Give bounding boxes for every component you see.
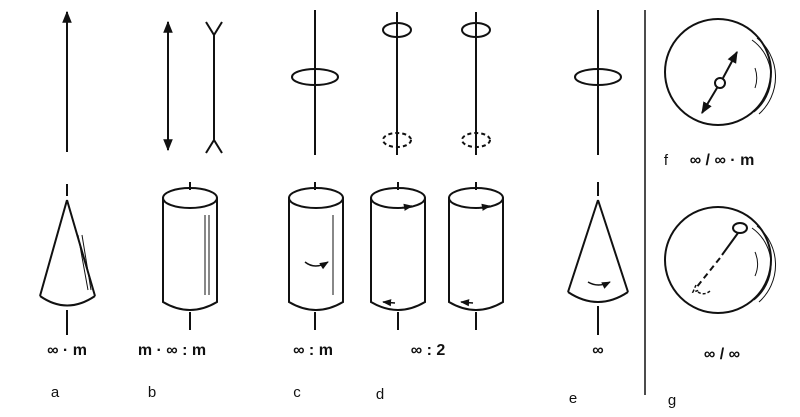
letter-c: c	[293, 384, 301, 401]
figure-d	[370, 12, 504, 330]
symbol-a: ∞ · m	[47, 342, 87, 359]
figure-b	[162, 20, 223, 330]
rotation-icon	[291, 68, 339, 86]
figure-c	[288, 10, 344, 330]
letter-a: a	[50, 384, 60, 401]
symbol-e: ∞	[592, 342, 604, 359]
symbol-c: ∞ : m	[293, 342, 333, 359]
cylinder-icon	[162, 187, 218, 311]
symbol-b: m · ∞ : m	[137, 342, 207, 359]
figure-f	[664, 18, 777, 126]
figure-g	[664, 206, 777, 314]
sphere-icon	[664, 18, 772, 126]
symbol-d: ∞ : 2	[410, 342, 446, 359]
letter-e: e	[568, 390, 578, 407]
figure-e	[567, 10, 629, 335]
cone-icon	[39, 199, 96, 297]
symbol-g: ∞ / ∞	[703, 346, 741, 363]
letter-d: d	[375, 386, 385, 403]
letter-b: b	[147, 384, 157, 401]
figure-a	[39, 10, 96, 335]
letter-f: f	[663, 152, 669, 169]
letter-g: g	[667, 392, 677, 409]
symbol-f: ∞ / ∞ · m	[689, 152, 755, 169]
